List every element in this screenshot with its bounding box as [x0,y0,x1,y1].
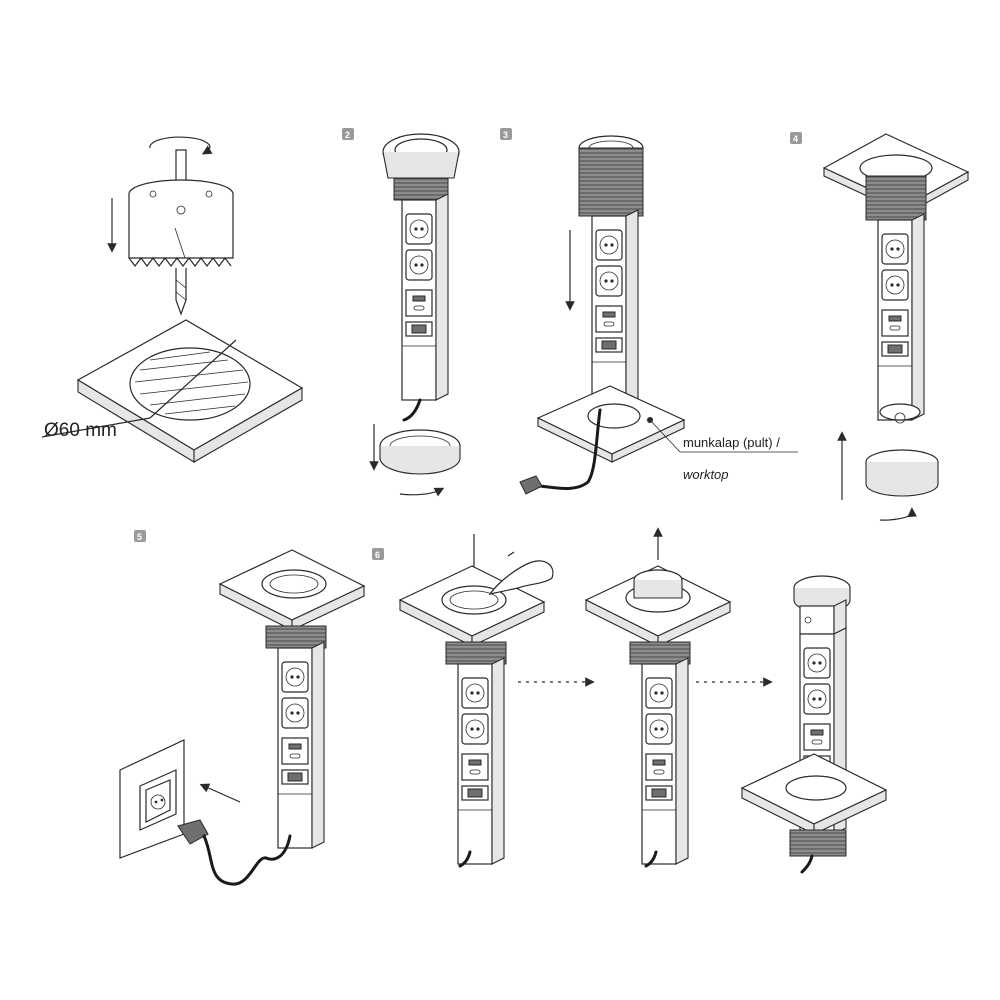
step1-hole-saw [107,136,234,316]
step6-extended [740,575,888,874]
svg-text:4: 4 [793,134,798,144]
step3-badge: 3 [500,128,512,140]
step2-ring [369,424,461,497]
diameter-label: Ø60 mm [44,420,117,441]
wall-outlet [119,739,268,886]
step5-badge: 5 [134,530,146,542]
step6-press [398,534,554,868]
step1-board [41,319,304,463]
step4-badge: 4 [790,132,802,144]
step5-tower [218,549,366,861]
svg-text:3: 3 [503,130,508,140]
svg-text:5: 5 [137,532,142,542]
step6-badge: 6 [372,548,384,560]
step4-tower [822,133,970,521]
svg-text:2: 2 [345,130,350,140]
svg-text:6: 6 [375,550,380,560]
worktop-label-en: worktop [683,467,729,482]
step2-badge: 2 [342,128,354,140]
step3-tower [519,135,798,495]
step2-tower [382,133,460,422]
step6-popup [584,527,732,868]
worktop-label-hu: munkalap (pult) / [683,435,780,450]
